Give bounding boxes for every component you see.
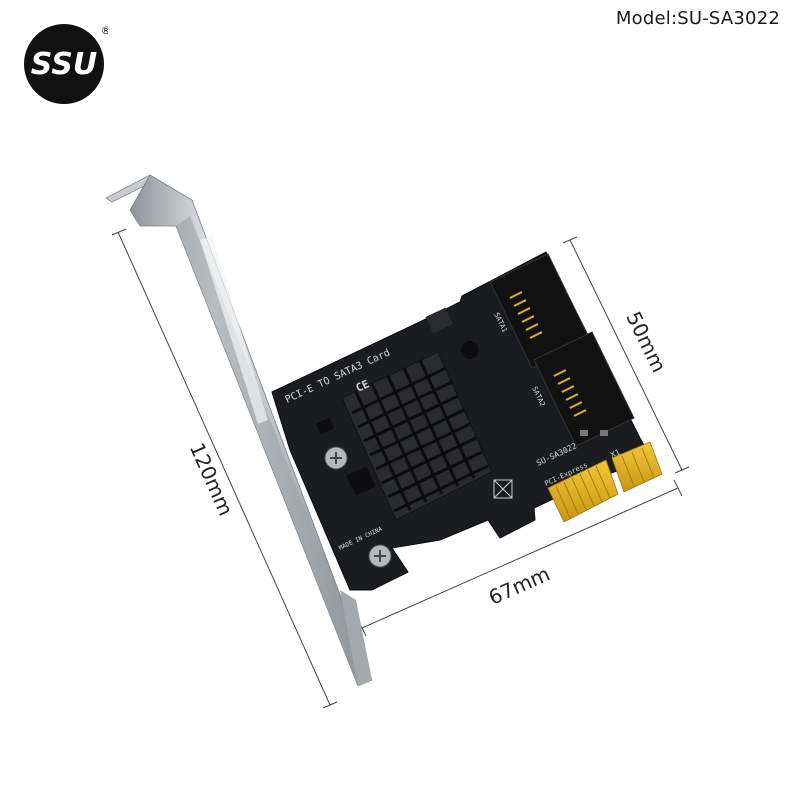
metal-bracket: [105, 174, 373, 687]
sata-port-2: [533, 331, 635, 447]
screw-icon: [368, 544, 392, 568]
brand-logo-text: SSU: [31, 47, 98, 82]
dimension-card-height-label: 50mm: [621, 308, 671, 376]
pcb-board: PCI-E TO SATA3 Card CE SU-SA3022 PCI-Exp…: [271, 251, 649, 591]
heatsink: [341, 351, 493, 521]
registered-mark: ®: [101, 24, 109, 37]
sata-port-1: [489, 253, 591, 369]
ce-mark: CE: [354, 377, 372, 394]
gold-fingers: [547, 441, 663, 523]
brand-logo: SSU ®: [24, 24, 109, 104]
screw-icon: [324, 446, 348, 470]
dimension-height-label: 120mm: [185, 439, 238, 519]
model-label: Model:SU-SA3022: [615, 8, 780, 29]
recycle-bin-icon: [493, 479, 513, 499]
